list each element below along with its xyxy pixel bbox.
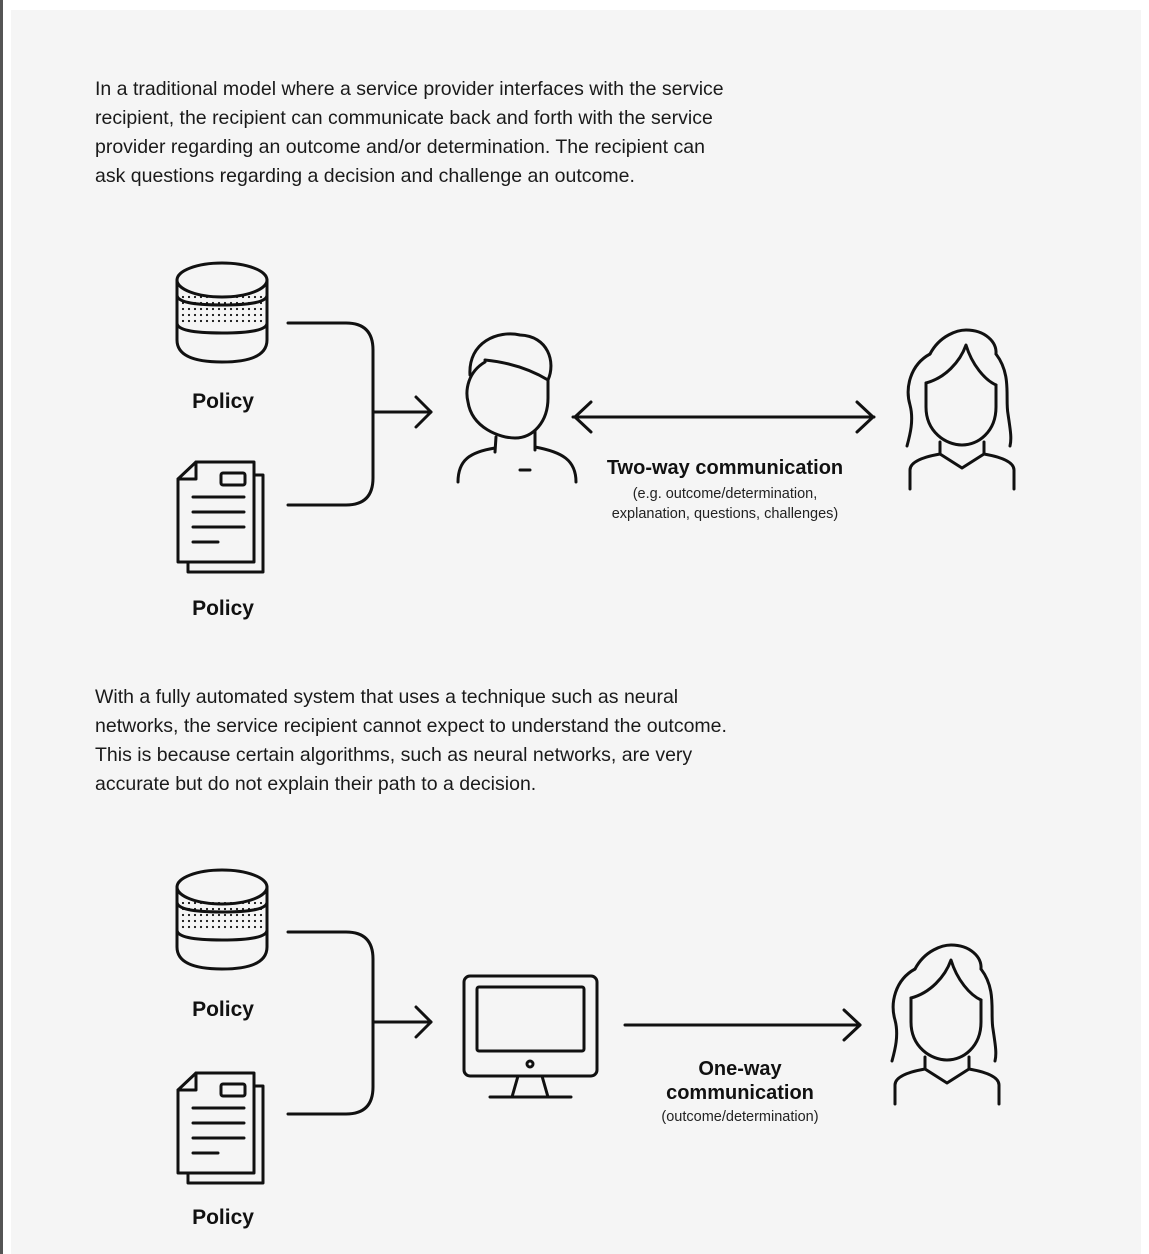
two-way-arrow — [571, 400, 876, 434]
content-panel — [11, 10, 1141, 1254]
one-way-communication-title-line2: communication — [666, 1082, 814, 1104]
man-icon — [456, 332, 578, 484]
policy-document-label: Policy — [192, 1206, 254, 1229]
woman-icon — [890, 943, 1001, 1106]
two-way-communication-detail-1: (e.g. outcome/determination, — [632, 486, 818, 502]
policy-merge-connector — [286, 321, 433, 507]
one-way-communication-detail: (outcome/determination) — [661, 1109, 819, 1125]
policy-merge-connector — [286, 930, 433, 1116]
automated-paragraph: With a fully automated system that uses … — [95, 686, 727, 795]
one-way-communication-title-line1: One-way — [698, 1058, 782, 1080]
two-way-communication-title: Two-way communication — [606, 457, 844, 479]
two-way-communication-detail-2: explanation, questions, challenges) — [611, 506, 839, 522]
woman-icon — [905, 328, 1016, 491]
computer-monitor-icon — [462, 974, 599, 1099]
document-icon — [176, 1071, 265, 1185]
document-icon — [176, 460, 265, 574]
policy-database-label: Policy — [192, 998, 254, 1021]
one-way-arrow — [623, 1008, 862, 1042]
policy-document-label: Policy — [192, 597, 254, 620]
left-border-rule — [0, 0, 3, 1254]
database-icon — [175, 868, 269, 971]
intro-paragraph: In a traditional model where a service p… — [95, 78, 724, 187]
database-icon — [175, 261, 269, 364]
policy-database-label: Policy — [192, 390, 254, 413]
